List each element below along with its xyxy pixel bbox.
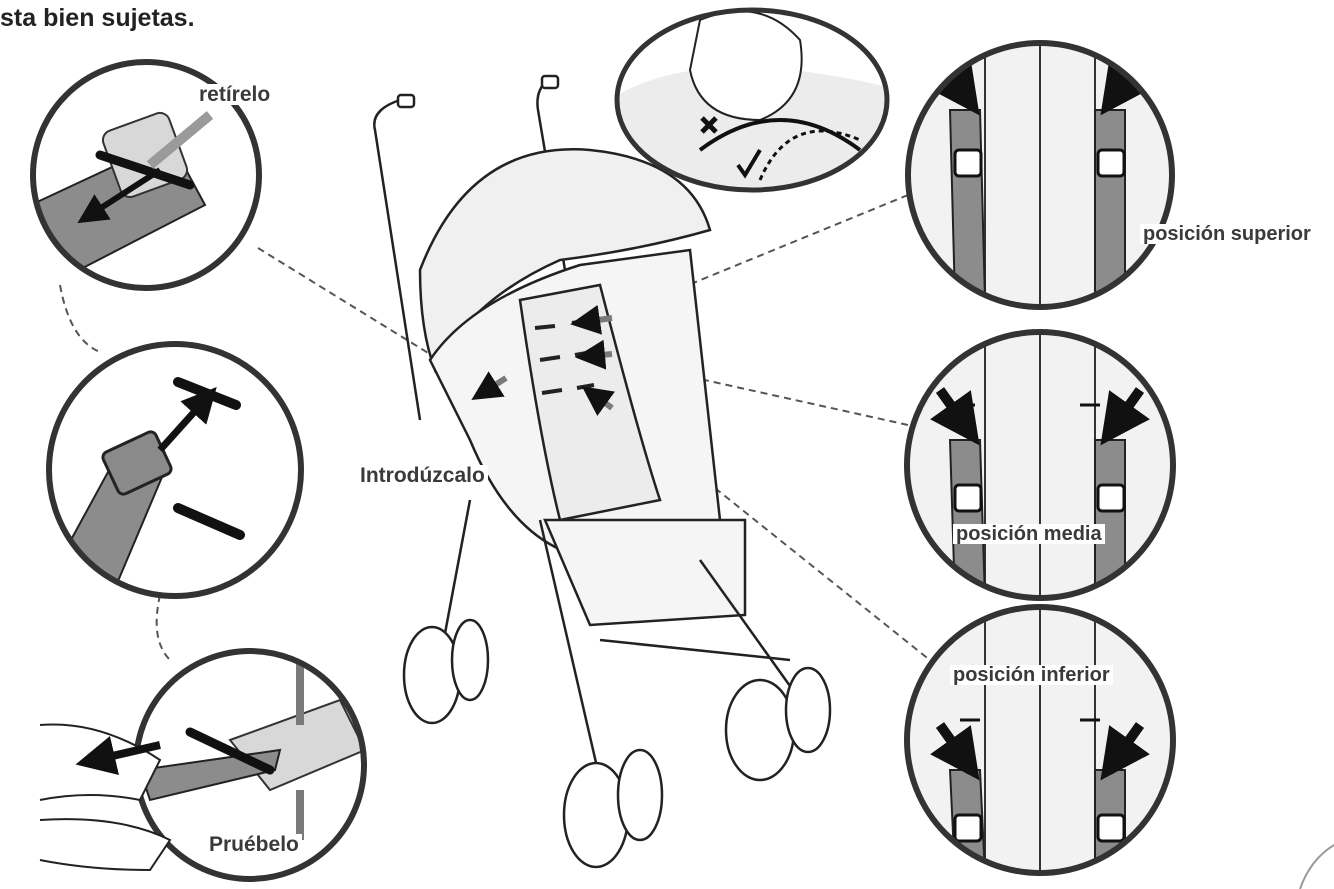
- cross-mark-icon: [700, 116, 718, 134]
- detail-position-top: [905, 40, 1175, 310]
- detail-position-middle: [904, 329, 1176, 601]
- label-position-bottom: posición inferior: [950, 665, 1113, 685]
- detail-position-bottom: [904, 604, 1176, 876]
- stroller-illustration: [373, 74, 832, 869]
- label-position-middle: posición media: [953, 524, 1105, 544]
- detail-insert-strap: [46, 341, 304, 599]
- header-text: sta bien sujetas.: [0, 4, 195, 32]
- detail-shoulder-check: [614, 7, 890, 193]
- label-position-top: posición superior: [1140, 224, 1314, 244]
- check-mark-icon: [736, 148, 762, 179]
- label-insert: Introdúzcalo: [357, 465, 488, 486]
- label-test: Pruébelo: [206, 834, 302, 855]
- detail-remove-strap: [30, 59, 262, 291]
- detail-test-strap: [39, 648, 367, 882]
- label-remove: retírelo: [196, 84, 274, 105]
- page-corner-arc: [1299, 844, 1334, 889]
